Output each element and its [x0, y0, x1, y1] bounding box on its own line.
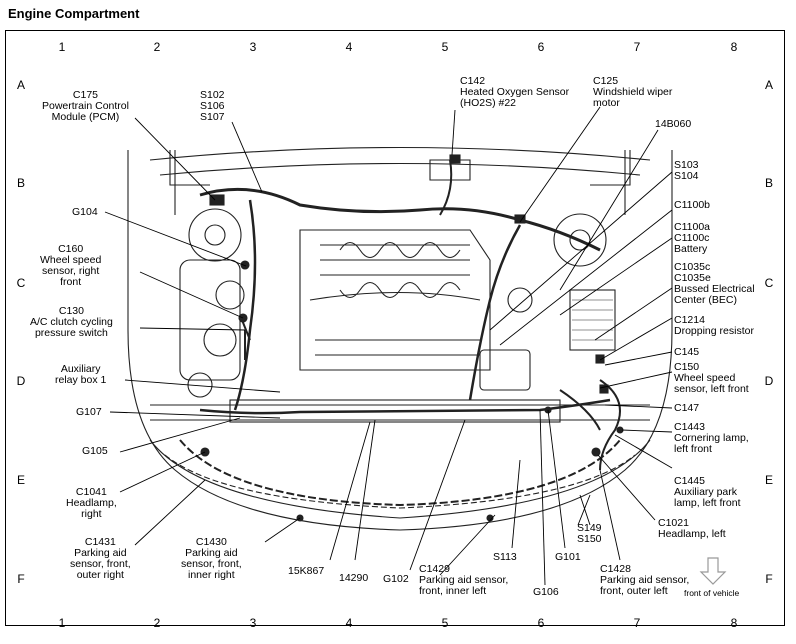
row-marker: A [16, 78, 25, 92]
label-14290: 14290 [339, 572, 369, 584]
column-marker: 4 [345, 616, 353, 630]
column-marker: 2 [153, 616, 161, 630]
battery [569, 289, 616, 351]
row-marker: F [765, 572, 773, 586]
label-g105: G105 [82, 445, 108, 457]
label-g104: G104 [72, 206, 98, 218]
label-s113: S113 [493, 551, 517, 563]
diagram-frame [5, 30, 785, 626]
row-marker: F [17, 572, 25, 586]
column-marker: 2 [153, 40, 161, 54]
row-marker: B [16, 176, 25, 190]
column-marker: 8 [730, 40, 738, 54]
row-marker: C [16, 276, 26, 290]
label-g107: G107 [76, 406, 102, 418]
row-marker: A [764, 78, 773, 92]
row-marker: E [16, 473, 25, 487]
label-g102: G102 [383, 573, 409, 585]
front-arrow-icon [699, 557, 727, 585]
label-c147: C147 [674, 402, 700, 414]
label-c145: C145 [674, 346, 700, 358]
column-marker: 7 [633, 40, 641, 54]
column-marker: 6 [537, 616, 545, 630]
column-marker: 8 [730, 616, 738, 630]
label-c1100b: C1100b [674, 199, 711, 211]
column-marker: 6 [537, 40, 545, 54]
label-14b060: 14B060 [655, 118, 692, 130]
column-marker: 3 [249, 40, 257, 54]
pulley [188, 208, 242, 262]
row-marker: C [764, 276, 774, 290]
column-marker: 5 [441, 40, 449, 54]
row-marker: D [764, 374, 774, 388]
engine-block [299, 229, 491, 371]
column-marker: 1 [58, 616, 66, 630]
row-marker: B [764, 176, 773, 190]
row-marker: E [764, 473, 773, 487]
label-g101: G101 [555, 551, 581, 563]
label-front-of-vehicle: front of vehicle [684, 588, 740, 598]
label-15k867: 15K867 [288, 565, 325, 577]
column-marker: 4 [345, 40, 353, 54]
leader-lines [104, 106, 673, 586]
row-marker: D [16, 374, 26, 388]
column-marker: 3 [249, 616, 257, 630]
label-g106: G106 [533, 586, 559, 598]
column-marker: 5 [441, 616, 449, 630]
page-title: Engine Compartment [8, 6, 140, 21]
column-marker: 7 [633, 616, 641, 630]
column-marker: 1 [58, 40, 66, 54]
